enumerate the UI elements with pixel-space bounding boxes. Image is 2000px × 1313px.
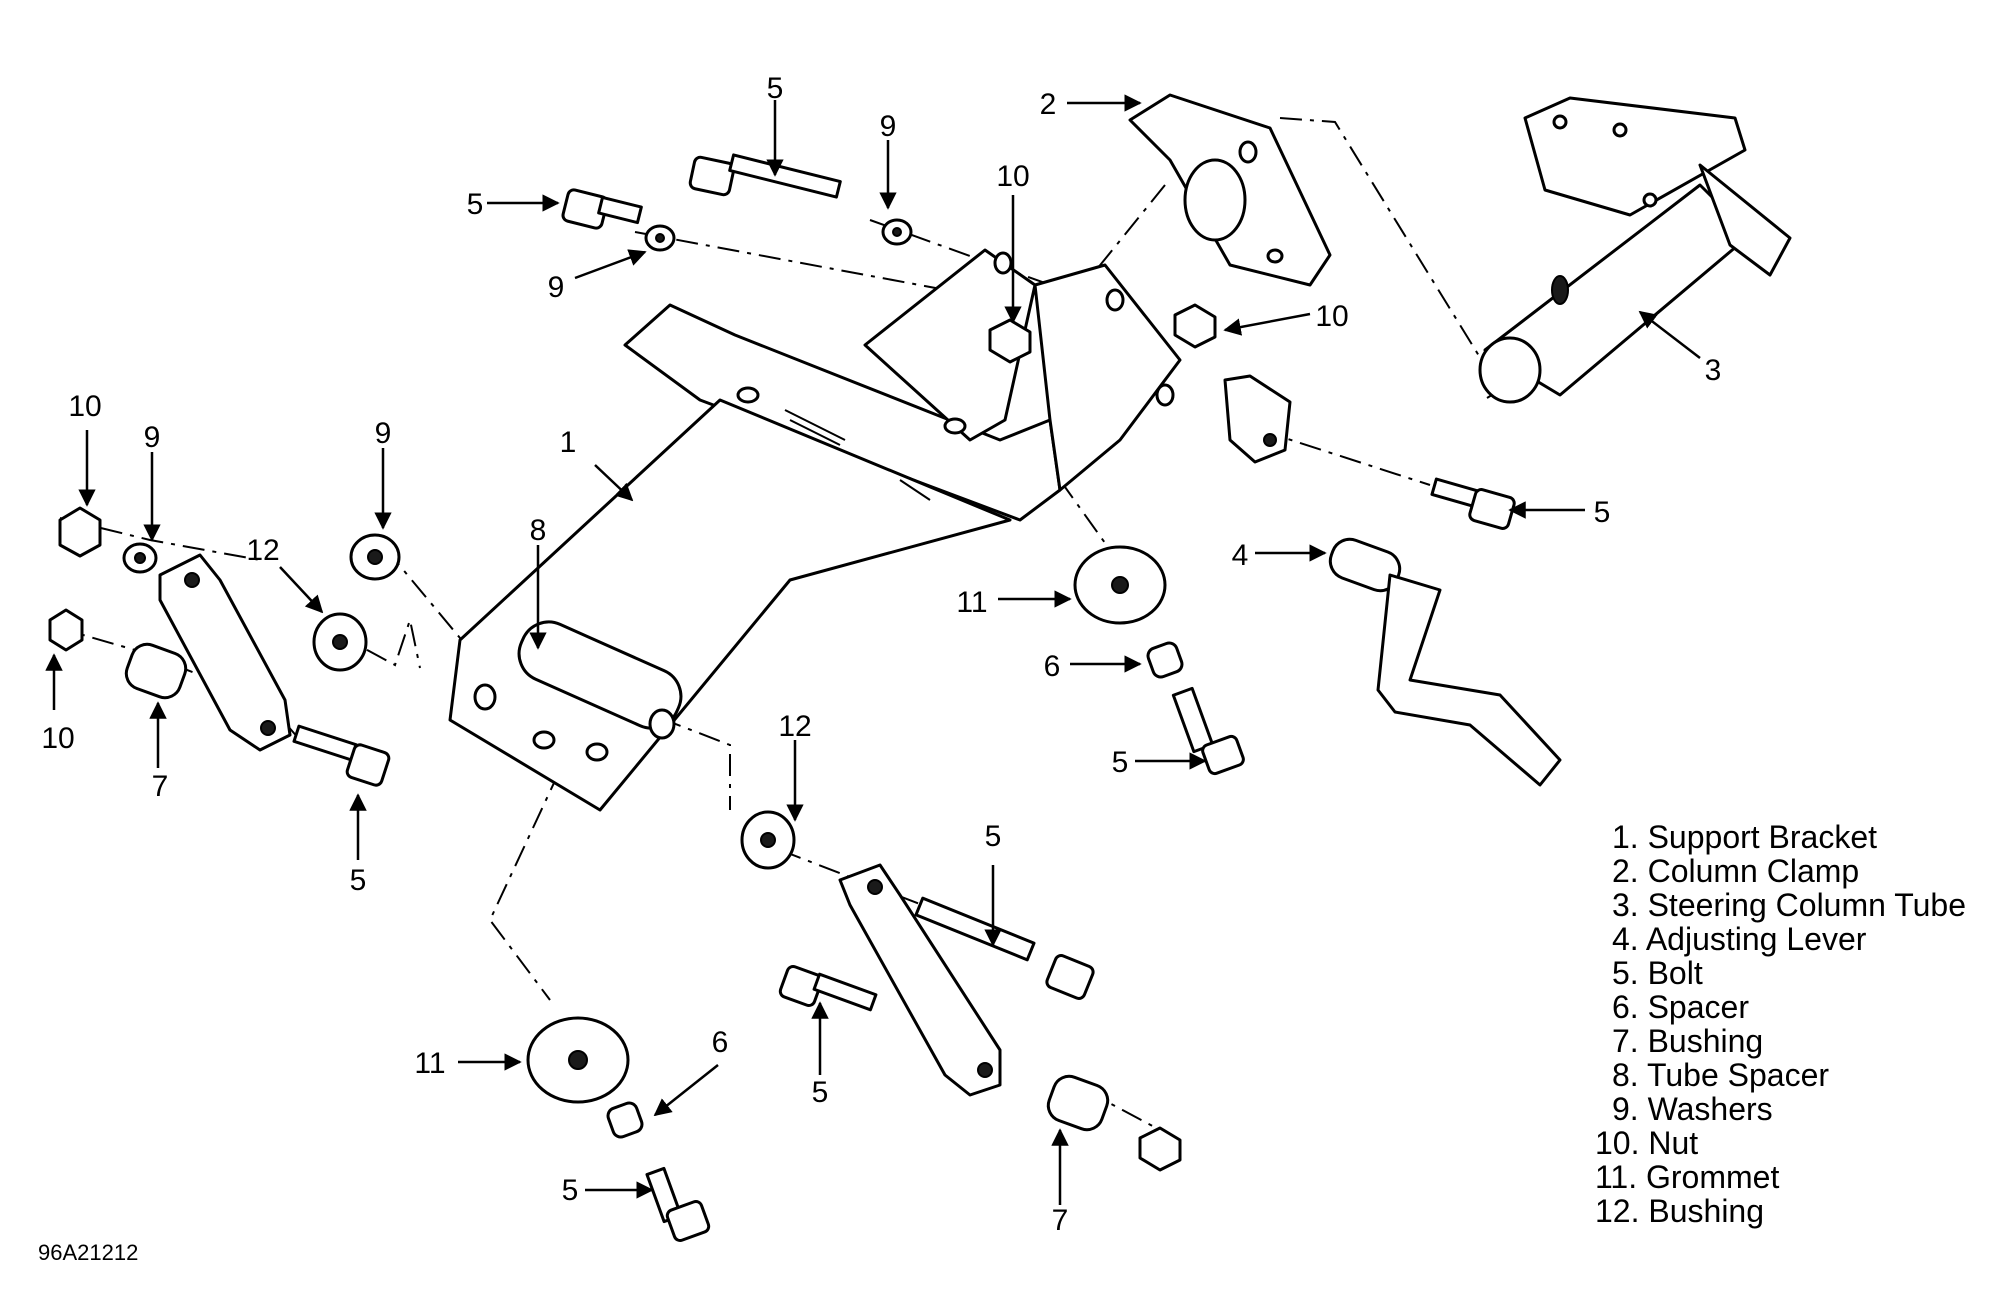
bolt-top-left bbox=[561, 188, 643, 230]
bolt-bottom-left bbox=[645, 1166, 711, 1243]
legend-item: 7. Bushing bbox=[1612, 1023, 1763, 1059]
pivot-plate-left bbox=[158, 553, 292, 752]
bolt-top-center bbox=[688, 153, 842, 199]
callout-2: 2 bbox=[1040, 88, 1057, 121]
legend-item: 9. Washers bbox=[1612, 1091, 1773, 1127]
legend-item: 12. Bushing bbox=[1595, 1193, 1764, 1229]
callout-5: 5 bbox=[985, 820, 1002, 853]
callout-5: 5 bbox=[1112, 746, 1129, 779]
grommet-lower bbox=[526, 1016, 630, 1104]
figure-id: 96A21212 bbox=[38, 1240, 138, 1265]
adjusting-lever bbox=[1328, 537, 1562, 787]
callout-7: 7 bbox=[1052, 1204, 1069, 1237]
callout-5: 5 bbox=[467, 188, 484, 221]
legend-item: 1. Support Bracket bbox=[1612, 819, 1877, 855]
callout-11: 11 bbox=[956, 586, 987, 619]
legend-item: 8. Tube Spacer bbox=[1612, 1057, 1829, 1093]
callout-10: 10 bbox=[996, 160, 1029, 193]
callout-5: 5 bbox=[1594, 496, 1611, 529]
callout-6: 6 bbox=[1044, 650, 1061, 683]
callout-8: 8 bbox=[530, 514, 547, 547]
callout-5: 5 bbox=[812, 1076, 829, 1109]
callout-12: 12 bbox=[778, 710, 811, 743]
bolt-right bbox=[1430, 477, 1516, 530]
callout-9: 9 bbox=[880, 110, 897, 143]
column-clamp bbox=[1128, 93, 1332, 287]
bushing-12-right bbox=[740, 810, 796, 870]
callout-11: 11 bbox=[414, 1047, 445, 1080]
spacer-upper bbox=[1146, 641, 1184, 679]
callout-10: 10 bbox=[1315, 300, 1348, 333]
cam-bushing bbox=[1223, 374, 1292, 464]
callout-5: 5 bbox=[767, 72, 784, 105]
callout-3: 3 bbox=[1705, 354, 1722, 387]
spacer-lower bbox=[606, 1101, 644, 1139]
bolt-left bbox=[292, 724, 391, 787]
legend-item: 6. Spacer bbox=[1612, 989, 1749, 1025]
steering-column-tube bbox=[1478, 96, 1792, 404]
legend-item: 4. Adjusting Lever bbox=[1612, 921, 1867, 957]
bushing-7-left bbox=[124, 642, 188, 700]
bolt-bottom-right bbox=[914, 896, 1095, 1000]
support-bracket bbox=[448, 248, 1182, 812]
callout-5: 5 bbox=[562, 1174, 579, 1207]
callout-labels: 5 9 5 9 10 2 10 3 5 1 4 11 6 5 10 9 9 12… bbox=[41, 72, 1721, 1237]
callout-7: 7 bbox=[152, 770, 169, 803]
legend-item: 11. Grommet bbox=[1595, 1159, 1779, 1195]
callout-12: 12 bbox=[246, 534, 279, 567]
parts-legend: 1. Support Bracket 2. Column Clamp 3. St… bbox=[1595, 819, 1966, 1229]
leader-lines bbox=[45, 94, 1701, 1205]
pivot-plate-right bbox=[838, 863, 1002, 1097]
bushing-12-left bbox=[312, 612, 368, 672]
callout-10: 10 bbox=[41, 722, 74, 755]
legend-item: 2. Column Clamp bbox=[1612, 853, 1859, 889]
callout-9: 9 bbox=[548, 271, 565, 304]
washers bbox=[122, 218, 913, 581]
callout-6: 6 bbox=[712, 1026, 729, 1059]
bolt-bottom-center bbox=[778, 964, 878, 1012]
callout-5: 5 bbox=[350, 864, 367, 897]
callout-1: 1 bbox=[560, 426, 577, 459]
legend-item: 10. Nut bbox=[1595, 1125, 1698, 1161]
grommet-upper bbox=[1073, 545, 1167, 625]
callout-9: 9 bbox=[375, 417, 392, 450]
bolt-mid-right bbox=[1171, 686, 1245, 776]
bushing-7-right bbox=[1046, 1074, 1110, 1132]
legend-item: 3. Steering Column Tube bbox=[1612, 887, 1966, 923]
callout-4: 4 bbox=[1232, 539, 1249, 572]
legend-item: 5. Bolt bbox=[1612, 955, 1703, 991]
callout-10: 10 bbox=[68, 390, 101, 423]
callout-9: 9 bbox=[144, 421, 161, 454]
